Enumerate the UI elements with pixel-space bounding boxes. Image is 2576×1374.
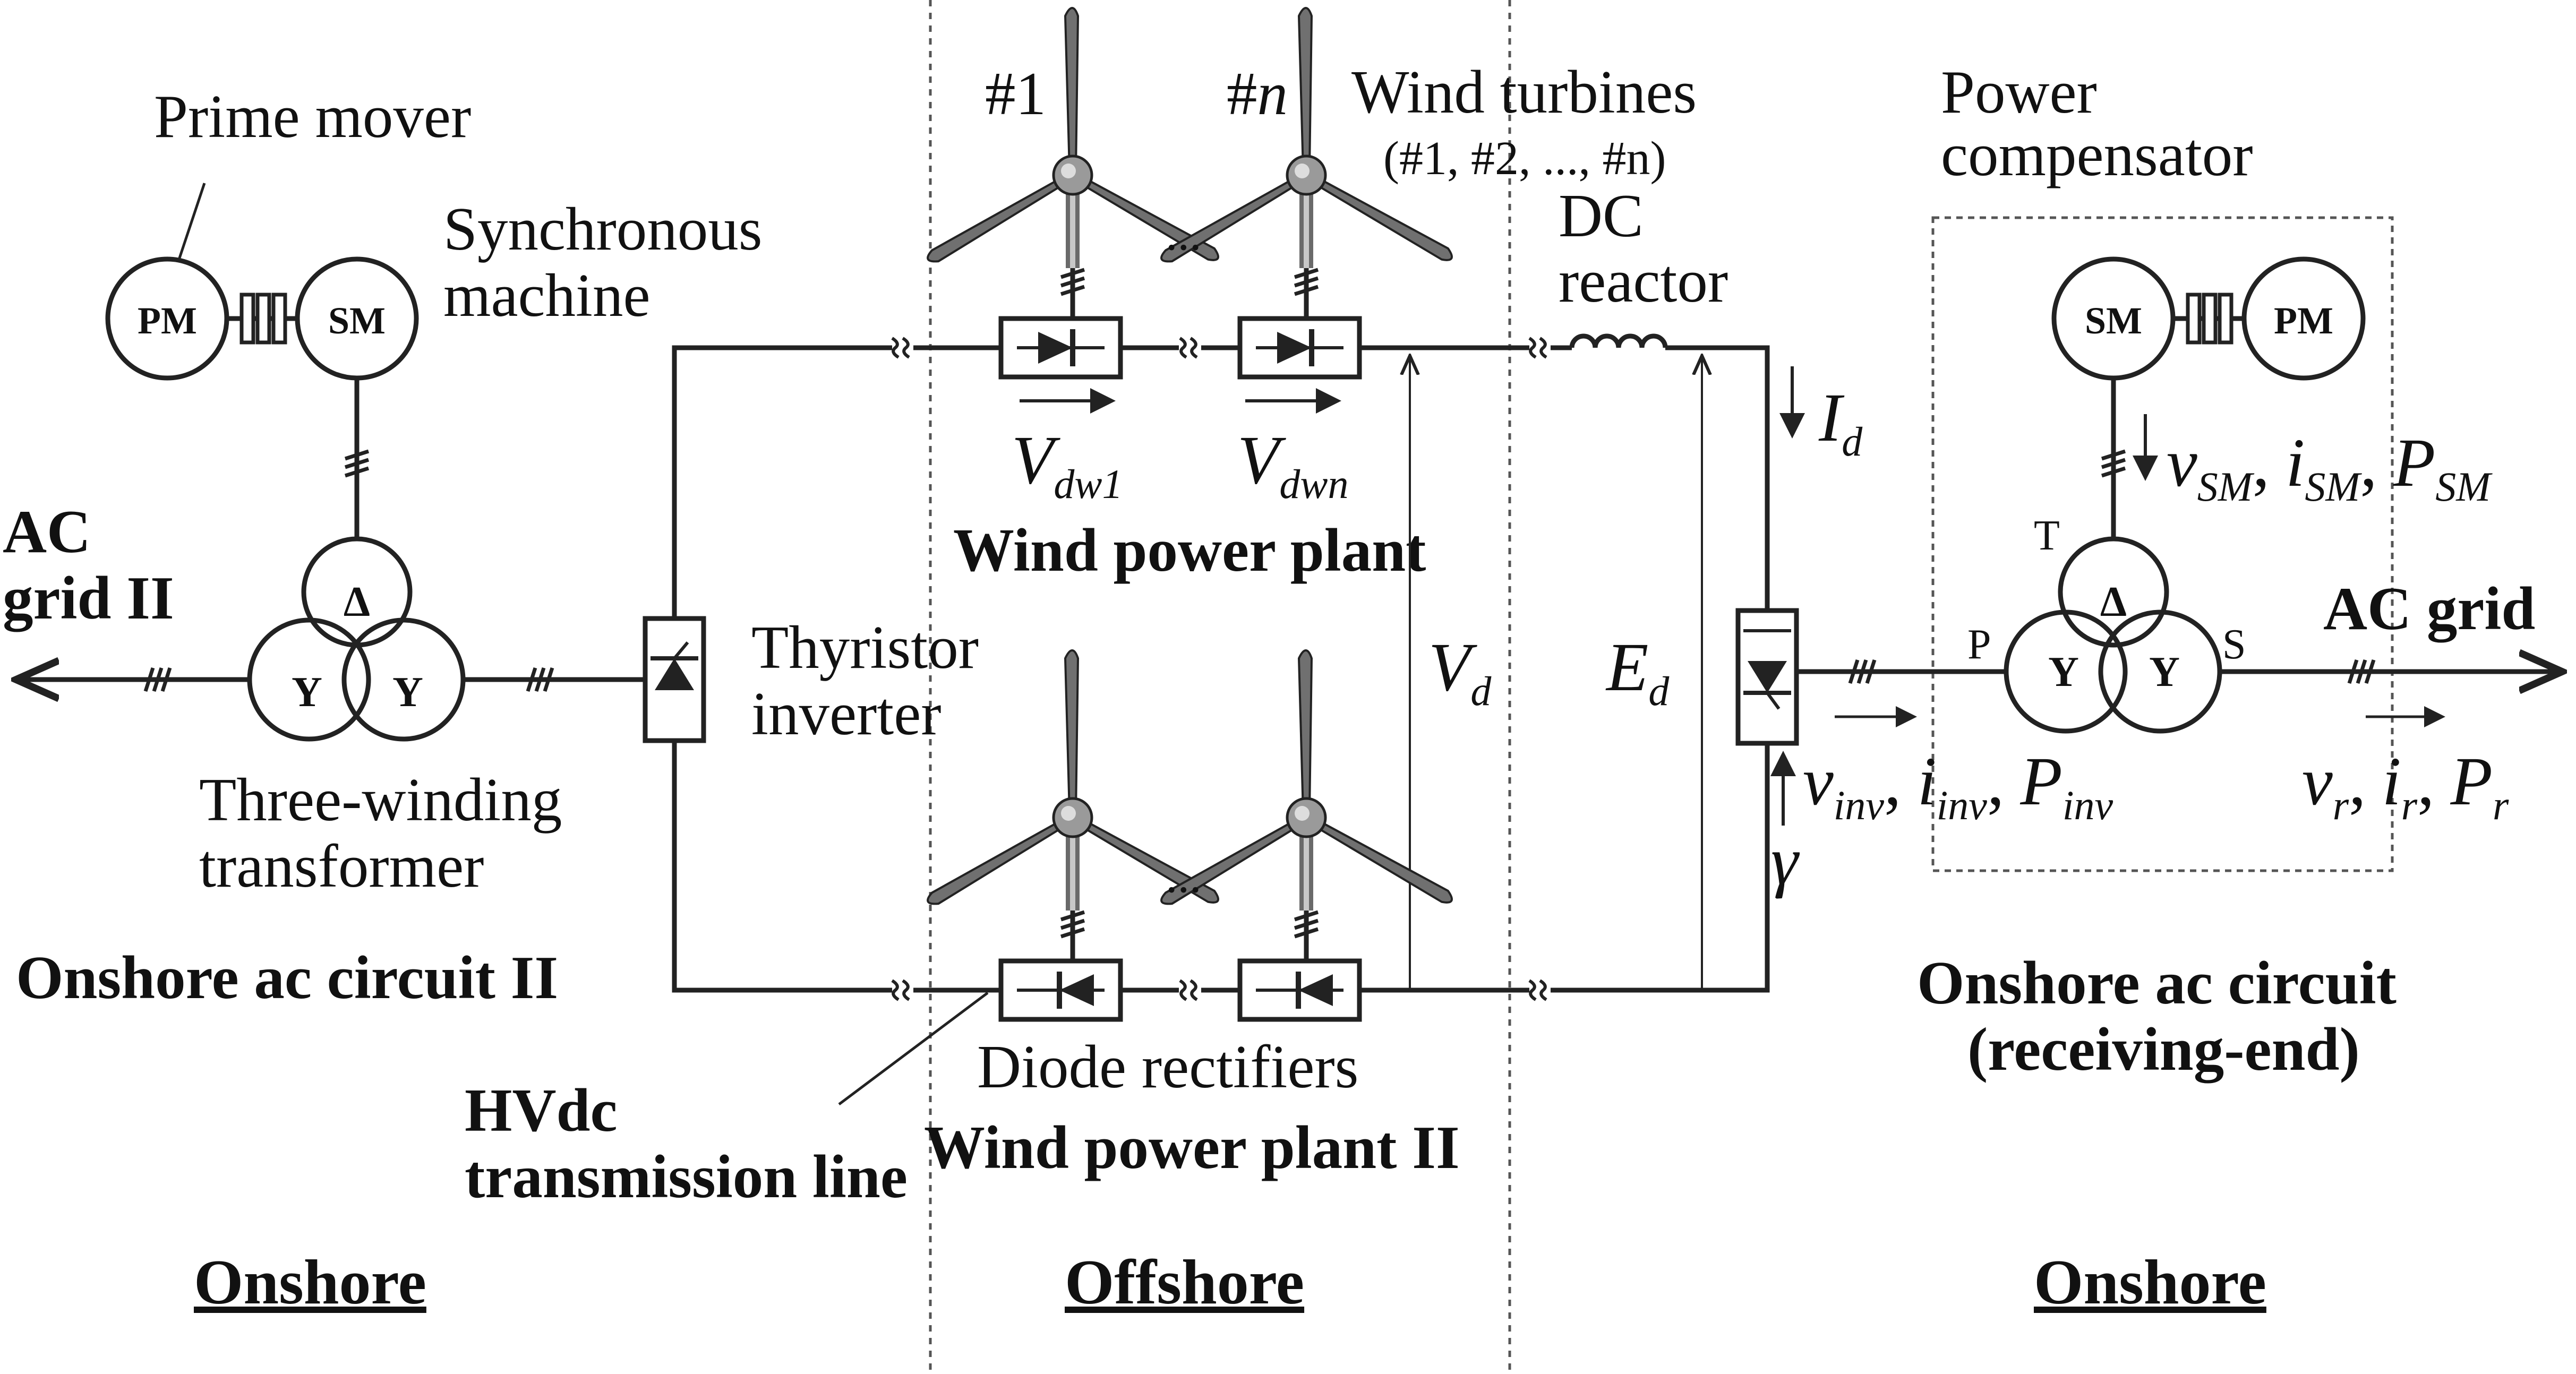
coupling-right xyxy=(2173,293,2244,345)
vd-label: Vd xyxy=(1428,629,1492,714)
terminal-p-label: P xyxy=(1967,621,1991,668)
diode-rectifier-top-n xyxy=(1237,316,1362,380)
hvdc-label-2: transmission line xyxy=(465,1143,908,1210)
onshore-ac-receiving-label-1: Onshore ac circuit xyxy=(1917,949,2397,1017)
power-compensator-box xyxy=(1931,216,2394,872)
delta-symbol-left: Δ xyxy=(344,579,370,625)
region-onshore-left: Onshore xyxy=(194,1247,426,1317)
line-break-bottom-1 xyxy=(892,981,909,1000)
terminal-t-label: T xyxy=(2034,512,2060,559)
synchronous-machine-label-2: machine xyxy=(443,262,651,329)
synchronous-machine-label-1: Synchronous xyxy=(443,195,763,263)
line-break-bottom-3 xyxy=(1529,981,1546,1000)
r-quantities-label: vr,ir,Pr xyxy=(2302,743,2509,828)
onshore-ac-receiving-label-2: (receiving-end) xyxy=(1967,1016,2360,1083)
three-phase-tick-left-vertical xyxy=(345,451,369,476)
power-compensator-label-2: compensator xyxy=(1941,121,2253,188)
top-turbines-ellipsis: ... xyxy=(1166,208,1202,260)
dc-reactor-label-2: reactor xyxy=(1559,247,1728,315)
prime-mover-label: Prime mover xyxy=(154,83,471,150)
turbine-1-label: #1 xyxy=(985,60,1046,127)
terminal-s-label: S xyxy=(2222,621,2246,668)
wind-power-plant-ii-label: Wind power plant II xyxy=(924,1114,1460,1181)
turbine-n-label: #n xyxy=(1227,60,1288,127)
diode-rectifiers-label: Diode rectifiers xyxy=(977,1033,1358,1101)
prime-mover-leader xyxy=(176,183,206,263)
line-break-top-3 xyxy=(1529,338,1546,357)
region-offshore: Offshore xyxy=(1065,1247,1304,1317)
wind-turbines-sub-label: (#1, #2, ..., #n) xyxy=(1383,132,1666,185)
prime-mover-circle-right xyxy=(2241,256,2366,381)
thyristor-inverter-label-1: Thyristor xyxy=(751,614,979,681)
wind-power-plant-label: Wind power plant xyxy=(953,517,1426,584)
inv-quantities-label: vinv,iinv,Pinv xyxy=(1803,743,2113,828)
id-label: Id xyxy=(1818,380,1863,465)
ac-grid-ii-label-1: AC xyxy=(3,498,91,565)
three-winding-label-2: transformer xyxy=(199,832,484,900)
diode-rectifier-bottom-1 xyxy=(998,958,1123,1022)
line-break-bottom-2 xyxy=(1180,981,1197,1000)
dc-reactor-coil xyxy=(1569,333,1668,348)
ed-label: Ed xyxy=(1605,629,1670,714)
y-symbol-left-2: Y xyxy=(392,669,423,716)
y-symbol-left-1: Y xyxy=(292,669,322,716)
thyristor-inverter-right xyxy=(1735,608,1799,746)
three-winding-transformer-left xyxy=(247,536,466,742)
gamma-label: γ xyxy=(1771,823,1800,899)
three-phase-tick-ac-grid-ii xyxy=(146,668,170,691)
sm-text-left: SM xyxy=(328,299,386,342)
thyristor-inverter-left xyxy=(643,616,706,743)
ac-grid-label: AC grid xyxy=(2323,575,2535,642)
three-phase-tick-transformer-right xyxy=(528,668,552,691)
dc-reactor-label-1: DC xyxy=(1559,182,1644,250)
line-break-top-1 xyxy=(892,338,909,357)
three-phase-tick-ac-grid xyxy=(2349,660,2374,683)
diode-rectifier-top-1 xyxy=(998,316,1123,380)
coupling-left xyxy=(227,293,297,345)
pm-text-left: PM xyxy=(138,299,197,342)
diode-rectifier-bottom-n xyxy=(1237,958,1362,1022)
region-onshore-right: Onshore xyxy=(2034,1247,2266,1317)
y-symbol-right-2: Y xyxy=(2149,649,2180,695)
hvdc-leader xyxy=(838,992,989,1105)
thyristor-inverter-label-2: inverter xyxy=(751,680,942,748)
top-wire-right xyxy=(1665,345,1770,611)
pm-text-right: PM xyxy=(2274,299,2333,342)
y-symbol-right-1: Y xyxy=(2048,649,2079,695)
wind-turbines-label: Wind turbines xyxy=(1351,58,1697,126)
three-winding-transformer-right xyxy=(2004,536,2222,734)
bottom-turbines-ellipsis: ... xyxy=(1166,850,1202,903)
three-phase-tick-turbine-bottom-1 xyxy=(1061,912,1084,937)
three-phase-tick-compensator xyxy=(2102,451,2125,476)
hvdc-label-1: HVdc xyxy=(465,1077,618,1144)
sm-quantities-label: vSM,iSM,PSM xyxy=(2167,425,2493,510)
three-phase-tick-inverter-output xyxy=(1850,660,1875,683)
vdw1-label: Vdw1 xyxy=(1012,422,1123,507)
line-break-top-2 xyxy=(1180,338,1197,357)
onshore-ac-circuit-ii-label: Onshore ac circuit II xyxy=(16,944,558,1011)
vdwn-label: Vdwn xyxy=(1237,422,1348,507)
three-phase-tick-turbine-top-n xyxy=(1295,270,1318,294)
hvdc-bottom-wire-left xyxy=(672,741,892,993)
three-winding-label-1: Three-winding xyxy=(199,766,562,834)
power-compensator-label-1: Power xyxy=(1941,58,2097,126)
three-phase-tick-turbine-top-1 xyxy=(1061,270,1084,294)
delta-symbol-right: Δ xyxy=(2100,579,2127,625)
sm-text-right: SM xyxy=(2085,299,2142,342)
hvdc-top-wire-left xyxy=(672,345,892,619)
three-phase-tick-turbine-bottom-n xyxy=(1295,912,1318,937)
bottom-wire-right xyxy=(1551,743,1770,993)
ac-grid-ii-label-2: grid II xyxy=(3,564,174,632)
